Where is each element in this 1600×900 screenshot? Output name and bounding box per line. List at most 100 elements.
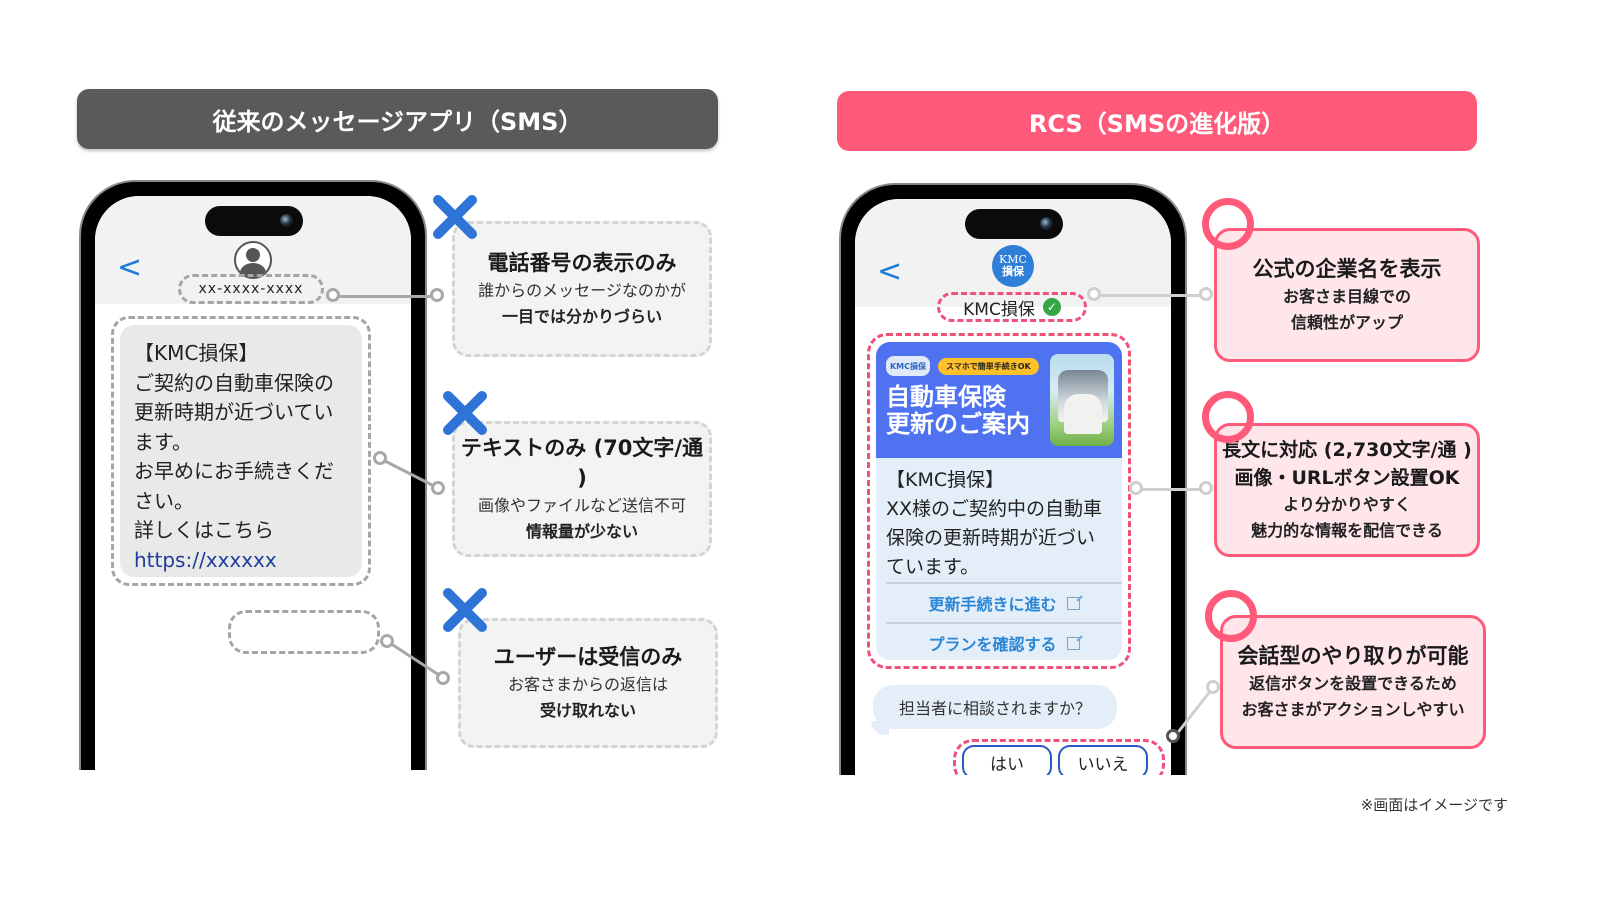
message-line: XX様のご契約中の自動車	[886, 498, 1103, 520]
message-line: ご契約の自動車保険の	[134, 370, 334, 395]
external-link-icon	[1066, 636, 1080, 650]
ring-marker-icon	[1205, 590, 1257, 642]
reply-no-button[interactable]: いいえ	[1058, 745, 1148, 775]
camera-icon	[1040, 217, 1053, 230]
avatar-text: KMC	[999, 253, 1027, 266]
callout-text-only: テキストのみ (70文字/通 ) 画像やファイルなど送信不可 情報量が少ない	[452, 421, 712, 557]
message-line: 【KMC損保】	[134, 341, 259, 365]
message-line: 更新時期が近づいてい	[134, 400, 334, 424]
message-line: さい。	[134, 488, 194, 513]
rcs-section-header: RCS（SMSの進化版）	[837, 91, 1477, 151]
action-label: 更新手続きに進む	[928, 595, 1057, 614]
callout-title: 公式の企業名を表示	[1252, 257, 1442, 281]
ring-marker-icon	[1202, 391, 1254, 443]
camera-icon	[280, 214, 293, 227]
rcs-phone-mockup: < KMC 損保 KMC損保 ✓ KMC損保 スマホで簡単手続きOK 自動車保険…	[839, 183, 1187, 775]
message-line: お早めにお手続きくだ	[134, 459, 334, 483]
brand-avatar-icon: KMC 損保	[992, 245, 1034, 287]
quick-reply-highlight: はい いいえ	[953, 739, 1165, 775]
callout-text: 情報量が少ない	[525, 522, 638, 541]
dynamic-island	[205, 206, 303, 236]
connector-dot	[1129, 481, 1143, 495]
reply-yes-button[interactable]: はい	[962, 745, 1052, 775]
callout-text: 画像やファイルなど送信不可	[477, 496, 686, 515]
callout-text: 受け取れない	[539, 701, 636, 720]
bubble-tail	[871, 721, 889, 735]
dynamic-island	[965, 209, 1063, 239]
rich-card-highlight: KMC損保 スマホで簡単手続きOK 自動車保険 更新のご案内 【KMC損保】 X…	[867, 333, 1131, 669]
callout-text: お客さま目線での	[1282, 287, 1411, 306]
message-line: 保険の更新時期が近づい	[886, 527, 1096, 549]
callout-title: 画像・URLボタン設置OK	[1234, 467, 1460, 489]
sms-header-label: 従来のメッセージアプリ（SMS）	[212, 107, 583, 136]
x-mark-icon	[433, 195, 477, 239]
callout-conversational: 会話型のやり取りが可能 返信ボタンを設置できるため お客さまがアクションしやすい	[1220, 615, 1486, 749]
avatar-text: 損保	[1002, 265, 1024, 278]
reply-label: はい	[990, 754, 1024, 775]
rcs-phone-screen: < KMC 損保 KMC損保 ✓ KMC損保 スマホで簡単手続きOK 自動車保険…	[855, 199, 1171, 775]
connector-line	[1094, 294, 1206, 297]
back-chevron-icon[interactable]: <	[877, 254, 903, 289]
connector-dot	[380, 634, 394, 648]
question-text: 担当者に相談されますか？	[898, 699, 1091, 718]
connector-line	[334, 295, 438, 298]
headline-line: 更新のご案内	[886, 410, 1030, 438]
callout-text: 魅力的な情報を配信できる	[1251, 521, 1443, 540]
banner-tag: スマホで簡単手続きOK	[938, 358, 1039, 375]
callout-title: ユーザーは受信のみ	[493, 645, 683, 669]
callout-text: 誰からのメッセージなのかが	[478, 281, 686, 300]
sms-phone-screen: < xx-xxxx-xxxx 【KMC損保】 ご契約の自動車保険の 更新時期が近…	[95, 196, 411, 770]
action-renew-button[interactable]: 更新手続きに進む	[886, 582, 1122, 622]
callout-long-text-images: 長文に対応 (2,730文字/通 ) 画像・URLボタン設置OK より分かりやす…	[1214, 423, 1480, 557]
message-line: 【KMC損保】	[886, 469, 1005, 491]
banner-headline: 自動車保険 更新のご案内	[886, 384, 1030, 438]
back-chevron-icon[interactable]: <	[117, 250, 143, 285]
callout-text: お客さまからの返信は	[507, 675, 668, 694]
empty-reply-area	[228, 610, 380, 654]
connector-dot	[436, 671, 450, 685]
ring-marker-icon	[1202, 198, 1254, 250]
connector-dot	[430, 288, 444, 302]
connector-dot	[1166, 729, 1180, 743]
callout-title: 会話型のやり取りが可能	[1237, 644, 1469, 668]
sms-section-header: 従来のメッセージアプリ（SMS）	[77, 89, 718, 149]
rich-card-message: 【KMC損保】 XX様のご契約中の自動車 保険の更新時期が近づい ています。	[886, 466, 1114, 582]
callout-text: 一目では分かりづらい	[501, 307, 662, 326]
x-mark-icon	[443, 588, 487, 632]
sms-phone-mockup: < xx-xxxx-xxxx 【KMC損保】 ご契約の自動車保険の 更新時期が近…	[79, 180, 427, 770]
external-link-icon	[1066, 596, 1080, 610]
connector-line	[1136, 488, 1206, 491]
connector-dot	[1199, 481, 1213, 495]
connector-dot	[1206, 680, 1220, 694]
contact-avatar-icon	[234, 241, 272, 279]
message-line: ます。	[134, 429, 192, 454]
sender-name-text: KMC損保	[963, 299, 1035, 320]
promo-banner[interactable]: KMC損保 スマホで簡単手続きOK 自動車保険 更新のご案内	[876, 342, 1122, 458]
question-bubble: 担当者に相談されますか？	[873, 685, 1117, 729]
callout-text: お客さまがアクションしやすい	[1241, 700, 1465, 719]
verified-check-icon: ✓	[1042, 298, 1061, 316]
callout-text: 信頼性がアップ	[1290, 313, 1403, 332]
connector-dot	[326, 288, 340, 302]
message-link[interactable]: https://xxxxxx	[134, 547, 277, 572]
rcs-header-label: RCS（SMSの進化版）	[1028, 109, 1286, 138]
footnote: ※画面はイメージです	[1360, 796, 1508, 814]
callout-phone-number-only: 電話番号の表示のみ 誰からのメッセージなのかが 一目では分かりづらい	[452, 221, 712, 357]
sender-number: xx-xxxx-xxxx	[178, 274, 324, 304]
x-mark-icon	[443, 391, 487, 435]
callout-title: テキストのみ (70文字/通 )	[460, 436, 704, 490]
sender-number-text: xx-xxxx-xxxx	[198, 281, 304, 297]
brand-logo: KMC損保	[886, 356, 930, 376]
connector-dot	[1087, 287, 1101, 301]
action-check-plan-button[interactable]: プランを確認する	[886, 622, 1122, 660]
callout-official-name: 公式の企業名を表示 お客さま目線での 信頼性がアップ	[1214, 228, 1480, 362]
callout-receive-only: ユーザーは受信のみ お客さまからの返信は 受け取れない	[458, 618, 718, 748]
connector-dot	[373, 451, 387, 465]
headline-line: 自動車保険	[886, 383, 1006, 411]
message-line: 詳しくはこちら	[134, 518, 274, 542]
family-car-photo	[1050, 354, 1114, 446]
callout-text: 返信ボタンを設置できるため	[1249, 674, 1457, 693]
connector-dot	[431, 481, 445, 495]
message-line: ています。	[886, 556, 980, 578]
sms-message-bubble: 【KMC損保】 ご契約の自動車保険の 更新時期が近づいてい ます。 お早めにお手…	[111, 316, 371, 586]
